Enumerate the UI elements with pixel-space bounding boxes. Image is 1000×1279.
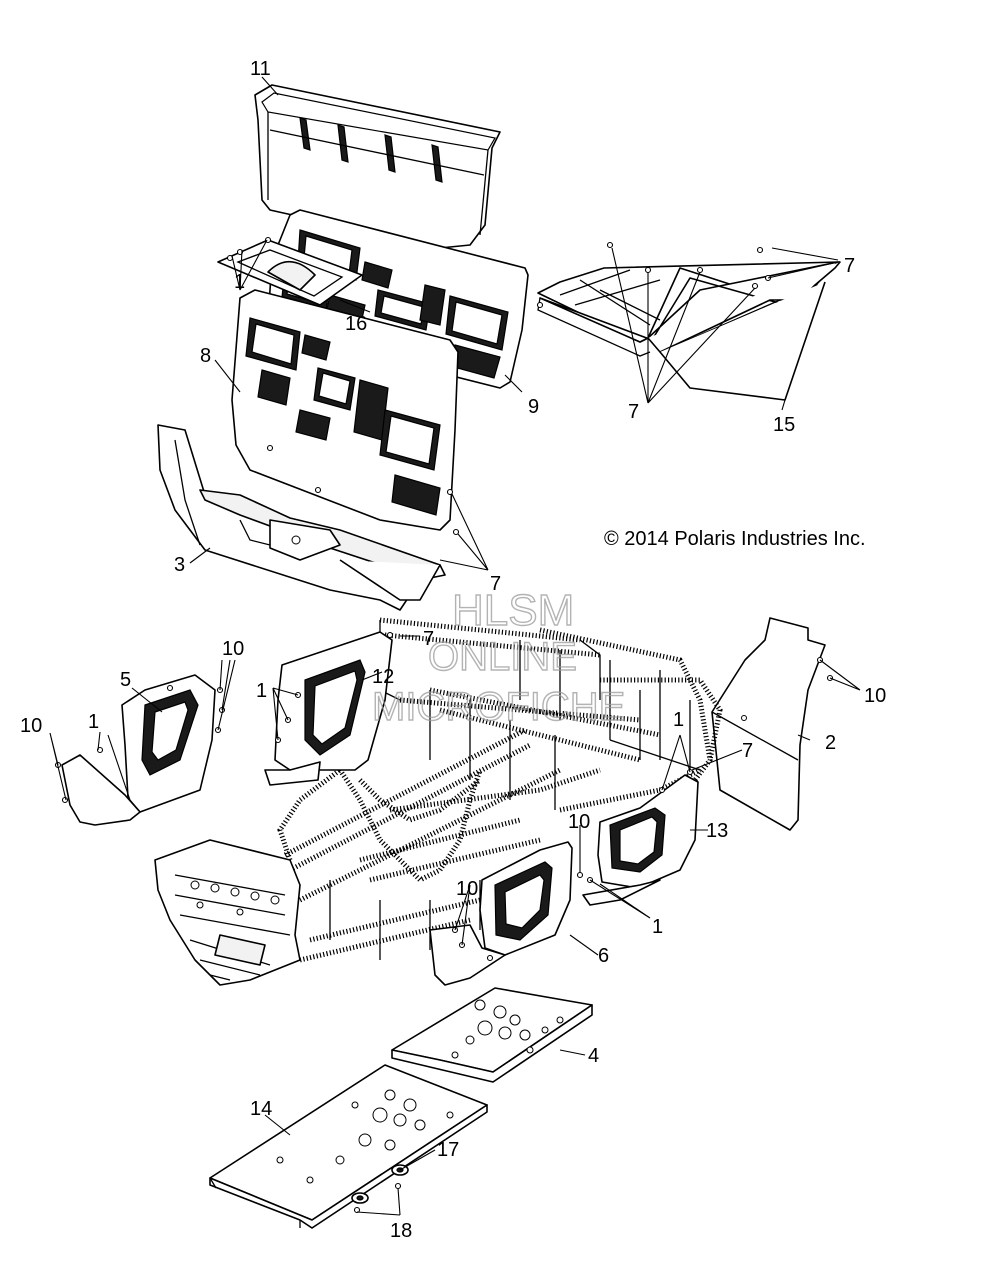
callout-10: 10 [568, 811, 590, 833]
callout-3: 3 [174, 554, 185, 576]
callout-18: 18 [390, 1220, 412, 1242]
callout-8: 8 [200, 345, 211, 367]
callout-9: 9 [528, 396, 539, 418]
part-15-floor-tray [537, 261, 841, 401]
callout-13: 13 [706, 820, 728, 842]
fastener-screws [54, 236, 834, 962]
callout-7: 7 [628, 401, 639, 423]
callout-1: 1 [256, 680, 267, 702]
part-5-left-front-fender [61, 674, 216, 826]
callout-7: 7 [423, 628, 434, 650]
callout-7: 7 [742, 740, 753, 762]
part-6-right-front-fender [429, 841, 573, 986]
part-16-tray [217, 239, 363, 306]
callout-7: 7 [490, 573, 501, 595]
copyright-notice: © 2014 Polaris Industries Inc. [604, 528, 866, 550]
callout-12: 12 [372, 666, 394, 688]
callout-16: 16 [345, 313, 367, 335]
watermark-line-3: MICROFICHE [372, 685, 625, 729]
vehicle-frame [154, 617, 723, 986]
callout-6: 6 [598, 945, 609, 967]
callout-10: 10 [20, 715, 42, 737]
callout-10: 10 [456, 878, 478, 900]
callout-1: 1 [234, 271, 245, 293]
part-2-rear-panel [711, 617, 826, 831]
callout-5: 5 [120, 669, 131, 691]
callout-2: 2 [825, 732, 836, 754]
part-4-floor-plate [391, 987, 593, 1083]
callout-1: 1 [88, 711, 99, 733]
part-3-lower-floor [157, 424, 446, 611]
callout-1: 1 [673, 709, 684, 731]
callout-11: 11 [250, 58, 271, 80]
watermark-line-2: ONLINE [428, 635, 577, 679]
leader-lines [49, 76, 861, 1216]
callout-7: 7 [844, 255, 855, 277]
watermark-line-1: HLSM [452, 586, 574, 635]
callout-1: 1 [652, 916, 663, 938]
callout-labels: 11 1 16 9 7 7 15 8 3 7 10 5 10 1 7 1 12 … [20, 58, 886, 1242]
callout-10: 10 [222, 638, 244, 660]
callout-4: 4 [588, 1045, 599, 1067]
part-11-storage-bin [254, 84, 501, 249]
callout-15: 15 [773, 414, 795, 436]
callout-10: 10 [864, 685, 886, 707]
part-13-right-rear-fender [582, 774, 699, 906]
watermark: HLSM ONLINE MICROFICHE [371, 585, 626, 729]
callout-14: 14 [250, 1098, 272, 1120]
part-8-seat-base [231, 289, 459, 531]
part-18-screws [353, 1182, 402, 1214]
part-12-center-panel [264, 631, 393, 786]
callout-17: 17 [437, 1139, 459, 1161]
part-17-grommet [351, 1164, 409, 1204]
